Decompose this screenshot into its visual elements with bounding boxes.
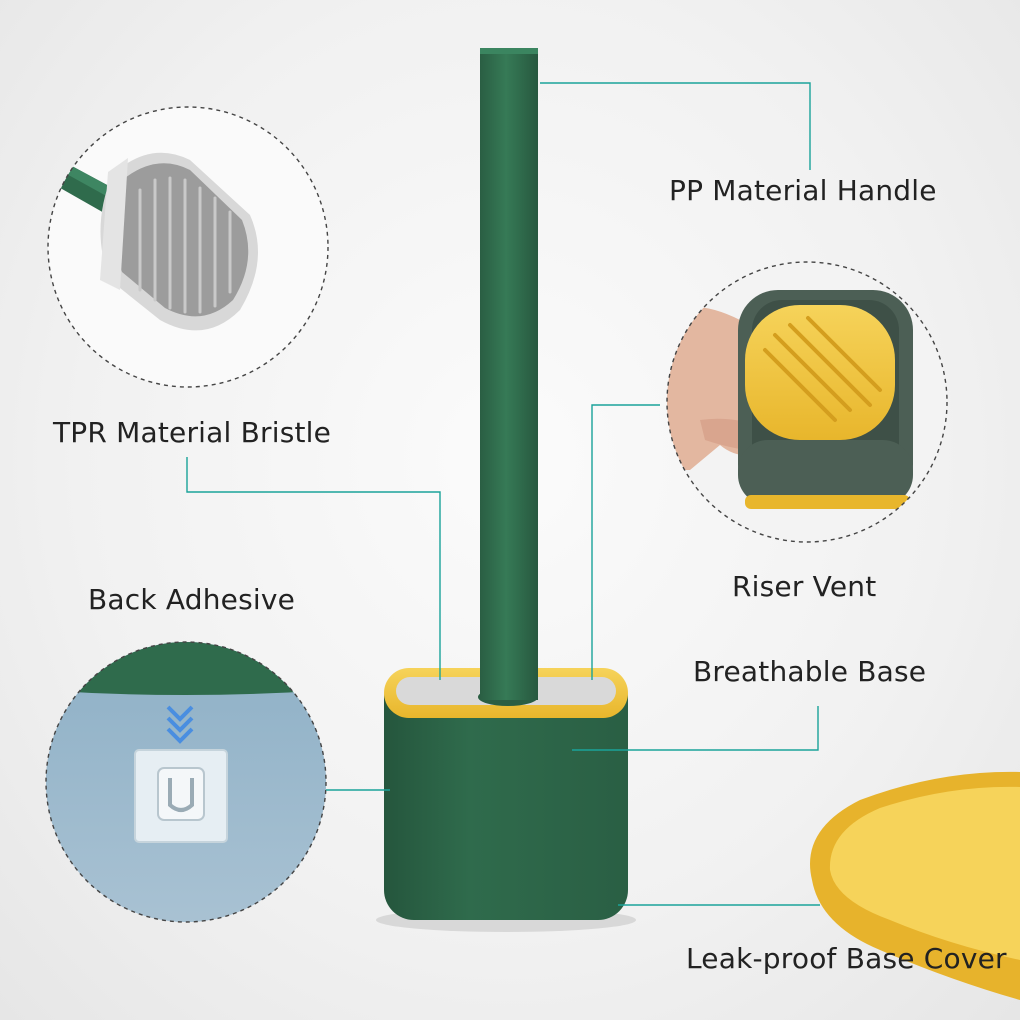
- label-riser-vent: Riser Vent: [732, 570, 877, 603]
- label-back-adhesive: Back Adhesive: [88, 583, 296, 616]
- base-cover-product: [810, 771, 1020, 1000]
- label-breathable-base: Breathable Base: [693, 655, 927, 688]
- label-pp-material-handle: PP Material Handle: [669, 174, 937, 207]
- riser-vent-closeup: [666, 261, 948, 543]
- label-leak-proof-base-cover: Leak-proof Base Cover: [686, 942, 1007, 975]
- adhesive-closeup: [45, 641, 327, 923]
- toilet-brush-product: [376, 48, 636, 932]
- label-tpr-material-bristle: TPR Material Bristle: [53, 416, 332, 449]
- bristle-closeup: [47, 106, 329, 388]
- leader-lines: [186, 82, 820, 906]
